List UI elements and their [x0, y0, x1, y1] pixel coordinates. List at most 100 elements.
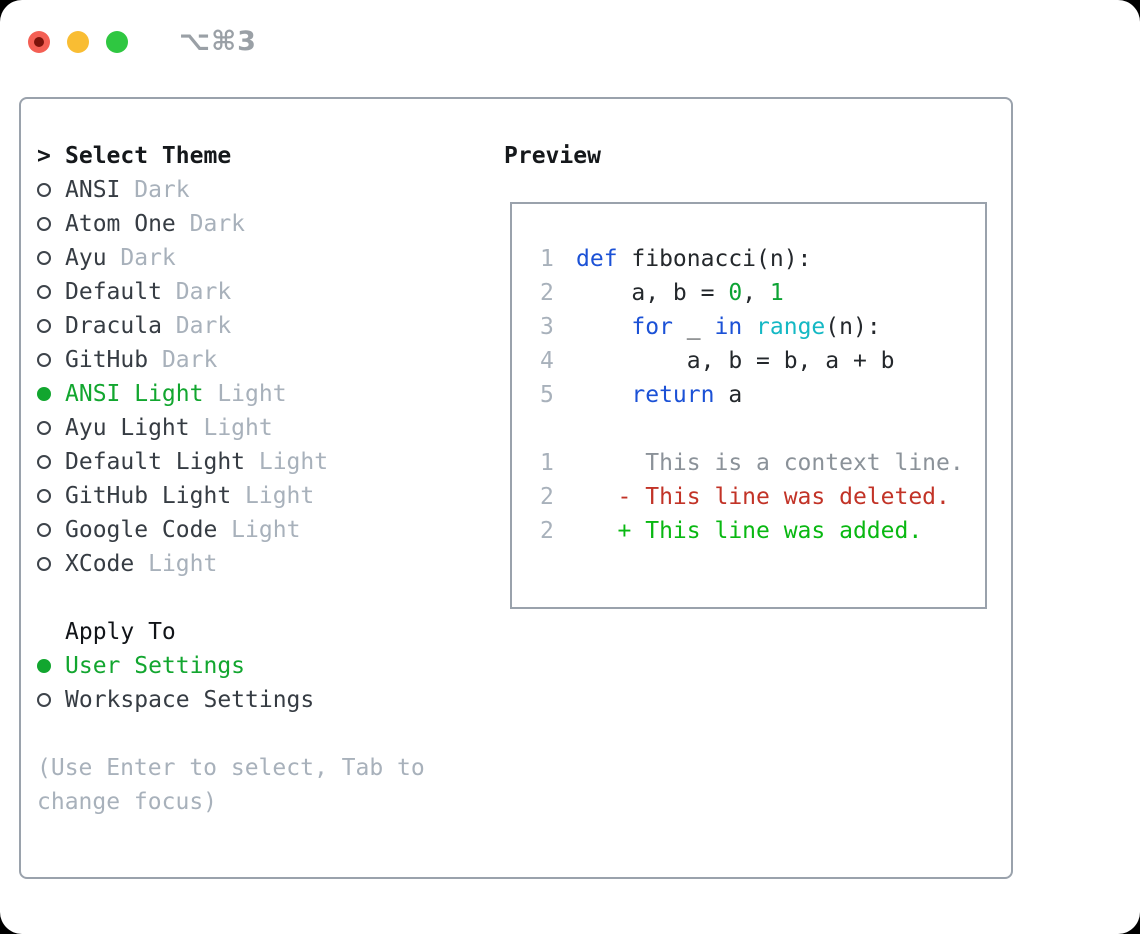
radio-unselected-icon: [37, 489, 51, 503]
theme-option[interactable]: Ayu Light Light: [37, 411, 439, 445]
code-token: [576, 314, 631, 340]
option-label: Workspace Settings: [65, 687, 315, 713]
radio-prefix: [37, 343, 65, 377]
option-label: XCode: [65, 551, 135, 577]
code-line: 1 This is a context line.: [540, 446, 985, 480]
window-shortcut-label: ⌥⌘3: [179, 26, 257, 57]
radio-unselected-icon: [37, 523, 51, 537]
code-token: - This line was deleted.: [576, 484, 950, 510]
cursor-prefix: >: [37, 139, 65, 173]
code-token: [576, 382, 631, 408]
line-number: 2: [540, 280, 554, 306]
radio-unselected-icon: [37, 319, 51, 333]
close-button[interactable]: [28, 30, 50, 53]
theme-option[interactable]: Google Code Light: [37, 513, 439, 547]
radio-unselected-icon: [37, 693, 51, 707]
radio-prefix: [37, 309, 65, 343]
option-label: GitHub: [65, 347, 149, 373]
option-variant-label: Light: [203, 381, 287, 407]
titlebar: ⌥⌘3: [28, 26, 257, 57]
line-number: 4: [540, 348, 554, 374]
line-number: 1: [540, 450, 554, 476]
option-label: Default Light: [65, 449, 246, 475]
apply-to-option[interactable]: Workspace Settings: [37, 683, 439, 717]
radio-selected-icon: [37, 659, 51, 673]
theme-option[interactable]: GitHub Light Light: [37, 479, 439, 513]
theme-option[interactable]: Default Dark: [37, 275, 439, 309]
radio-prefix: [37, 241, 65, 275]
option-variant-label: Light: [189, 415, 273, 441]
radio-unselected-icon: [37, 421, 51, 435]
theme-option[interactable]: ANSI Dark: [37, 173, 439, 207]
radio-prefix: [37, 173, 65, 207]
code-token: return: [631, 382, 715, 408]
option-variant-label: Dark: [175, 211, 246, 237]
code-token: 0: [728, 280, 743, 306]
theme-option[interactable]: ANSI Light Light: [37, 377, 439, 411]
radio-prefix: [37, 513, 65, 547]
option-variant-label: Dark: [161, 279, 232, 305]
option-variant-label: Light: [231, 483, 315, 509]
option-variant-label: Dark: [106, 245, 176, 271]
theme-option[interactable]: XCode Light: [37, 547, 439, 581]
code-token: for: [631, 314, 673, 340]
radio-unselected-icon: [37, 217, 51, 231]
option-variant-label: Dark: [148, 347, 218, 373]
option-variant-label: Light: [217, 517, 301, 543]
code-token: (n):: [825, 314, 881, 340]
apply-to-title: Apply To: [65, 619, 176, 645]
theme-option[interactable]: Atom One Dark: [37, 207, 439, 241]
code-line: 4 a, b = b, a + b: [540, 344, 985, 378]
radio-prefix: [37, 445, 65, 479]
apply-to-header-row: Apply To: [37, 615, 439, 649]
radio-unselected-icon: [37, 251, 51, 265]
radio-prefix: [37, 649, 65, 683]
cursor-icon: >: [37, 143, 51, 169]
theme-option[interactable]: Ayu Dark: [37, 241, 439, 275]
maximize-button[interactable]: [106, 30, 128, 53]
line-number: 2: [540, 484, 554, 510]
radio-prefix: [37, 547, 65, 581]
preview-title: Preview: [504, 143, 601, 169]
minimize-button[interactable]: [67, 30, 89, 53]
radio-unselected-icon: [37, 353, 51, 367]
apply-to-option[interactable]: User Settings: [37, 649, 439, 683]
radio-prefix: [37, 479, 65, 513]
line-number: 1: [540, 246, 554, 272]
option-variant-label: Light: [134, 551, 218, 577]
code-token: def: [576, 246, 618, 272]
line-number: 2: [540, 518, 554, 544]
option-label: Dracula: [65, 313, 162, 339]
option-label: User Settings: [65, 653, 246, 679]
option-label: GitHub Light: [65, 483, 232, 509]
radio-prefix: [37, 411, 65, 445]
code-line: 2 + This line was added.: [540, 514, 985, 548]
option-label: Ayu: [65, 245, 107, 271]
empty-prefix: [37, 615, 65, 649]
option-label: Atom One: [65, 211, 176, 237]
radio-prefix: [37, 683, 65, 717]
keyboard-hint: (Use Enter to select, Tab to change focu…: [37, 755, 425, 815]
theme-option[interactable]: Default Light Light: [37, 445, 439, 479]
theme-option[interactable]: Dracula Dark: [37, 309, 439, 343]
option-variant-label: Light: [245, 449, 329, 475]
code-line: 2 a, b = 0, 1: [540, 276, 985, 310]
option-label: ANSI Light: [65, 381, 204, 407]
select-theme-title: Select Theme: [65, 143, 232, 169]
radio-prefix: [37, 275, 65, 309]
radio-prefix: [37, 207, 65, 241]
spacer: [37, 581, 439, 615]
code-token: a, b =: [576, 280, 729, 306]
theme-option[interactable]: GitHub Dark: [37, 343, 439, 377]
line-number: 5: [540, 382, 554, 408]
option-label: Google Code: [65, 517, 218, 543]
code-token: range: [756, 314, 826, 340]
spacer: [37, 717, 439, 751]
code-token: a, b = b, a + b: [576, 348, 895, 374]
